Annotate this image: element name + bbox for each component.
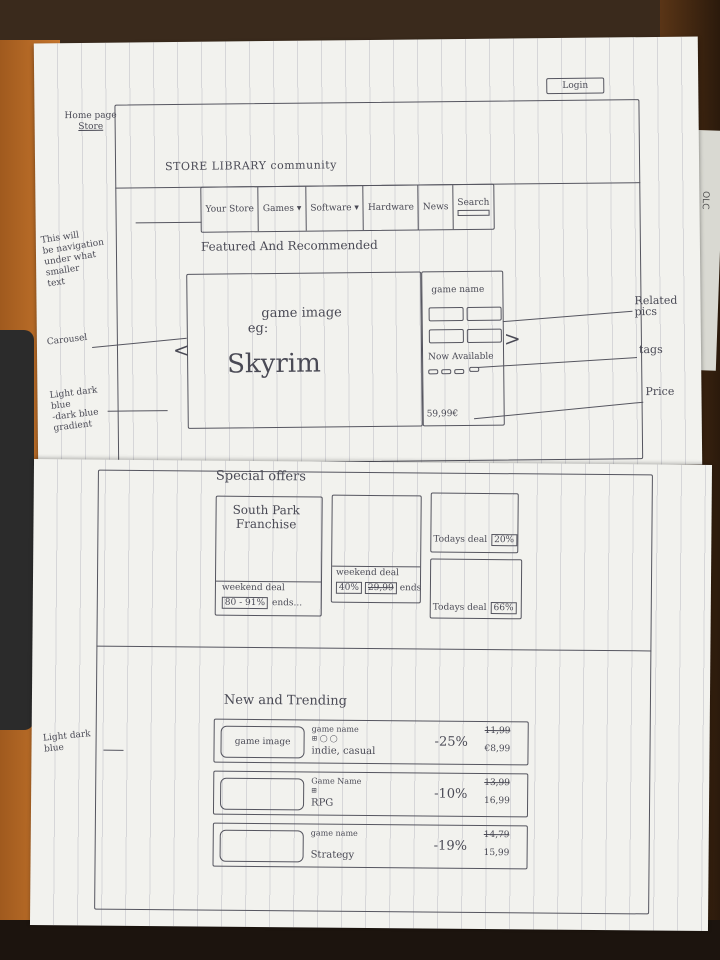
example-game-title: Skyrim xyxy=(226,348,321,380)
nav-item-search[interactable]: Search xyxy=(453,185,493,229)
tablet-edge xyxy=(0,330,34,730)
carousel-prev-icon[interactable]: < xyxy=(172,337,190,363)
nav-label: News xyxy=(422,202,449,213)
game-genre: Strategy xyxy=(310,849,355,861)
new-trending-title: New and Trending xyxy=(223,692,348,709)
notebook-page-top: Home page Store Login STORE LIBRARY comm… xyxy=(33,36,703,472)
nav-item-games[interactable]: Games ▾ xyxy=(258,186,307,232)
label-line: game image xyxy=(261,305,342,322)
related-pic[interactable] xyxy=(466,306,502,321)
nav-item-hardware[interactable]: Hardware xyxy=(363,185,420,231)
offer-deal: weekend deal xyxy=(221,582,285,594)
special-offers-title: Special offers xyxy=(215,468,307,485)
offer-card-small[interactable]: Todays deal 66% xyxy=(429,558,523,620)
nav-label: Games ▾ xyxy=(262,203,302,215)
featured-price: 59,99€ xyxy=(426,409,459,420)
home-page-note: Home page Store xyxy=(64,111,116,134)
offer-price: 29,99 xyxy=(364,581,397,595)
nav-label: Your Store xyxy=(205,204,254,215)
nav-label: Hardware xyxy=(367,202,414,213)
availability-text: Now Available xyxy=(428,351,494,363)
new-price: €8,99 xyxy=(484,743,511,755)
note-line: Store xyxy=(78,121,104,133)
note-line: pics xyxy=(634,304,658,319)
related-pic[interactable] xyxy=(428,307,464,322)
discount-badge: 80 - 91% xyxy=(221,596,269,610)
nav-bar: Your Store Games ▾ Software ▾ Hardware N… xyxy=(200,183,495,233)
offer-ends: ends xyxy=(399,583,422,594)
offer-price-row: 80 - 91% ends... xyxy=(221,596,303,610)
offer-deal: weekend deal xyxy=(336,567,399,579)
search-input[interactable] xyxy=(457,209,490,217)
nav-annotation: This will be navigation under what small… xyxy=(40,227,109,291)
offer-price-row: Todays deal 20% xyxy=(433,534,518,547)
platform-icons: ⊞ ◯ ◯ xyxy=(311,734,338,743)
game-name: game name xyxy=(311,724,359,734)
trending-row[interactable]: game image game name ⊞ ◯ ◯ indie, casual… xyxy=(213,718,529,766)
offer-card-large[interactable]: South Park Franchise weekend deal 80 - 9… xyxy=(214,495,323,617)
offer-title-line: Franchise xyxy=(235,516,297,532)
login-label: Login xyxy=(562,80,589,91)
game-thumbnail xyxy=(219,829,304,863)
offer-deal: Todays deal xyxy=(432,602,487,614)
offer-ends: ends... xyxy=(271,598,303,609)
new-price: 16,99 xyxy=(484,795,510,807)
bottom-color-annotation: Light dark blue xyxy=(43,729,93,755)
game-genre: RPG xyxy=(311,797,334,809)
discount-badge: 40% xyxy=(335,581,363,594)
game-name: game name xyxy=(310,828,358,838)
offer-title-line: South Park xyxy=(232,502,300,518)
tag-chip[interactable] xyxy=(441,369,452,375)
related-pic[interactable] xyxy=(428,329,464,344)
game-image-label: game image eg: xyxy=(242,305,362,336)
tags-annotation: tags xyxy=(638,342,663,357)
nav-item-software[interactable]: Software ▾ xyxy=(306,186,365,231)
old-price: 11,99 xyxy=(484,725,511,737)
tag-chip[interactable] xyxy=(428,369,439,375)
discount-badge: 66% xyxy=(490,602,517,615)
game-thumbnail: game image xyxy=(220,725,305,759)
related-pics-annotation: Related pics xyxy=(634,294,677,319)
game-name: Game Name xyxy=(311,776,362,786)
discount: -10% xyxy=(434,786,468,802)
offer-price-row: 40% 29,99 ends xyxy=(335,581,422,595)
tag-chip[interactable] xyxy=(454,368,465,375)
discount: -25% xyxy=(434,734,468,750)
nav-label: Software ▾ xyxy=(310,203,359,214)
trending-row[interactable]: Game Name ⊞ RPG -10% 13,99 16,99 xyxy=(212,770,529,818)
new-price: 15,99 xyxy=(483,847,510,859)
nav-label: Search xyxy=(457,197,490,209)
notebook-page-bottom: Special offers South Park Franchise week… xyxy=(29,459,713,931)
annotation-pointer xyxy=(103,749,124,752)
old-price: 14,79 xyxy=(483,829,510,841)
discount: -19% xyxy=(433,838,468,854)
game-thumbnail xyxy=(219,777,305,811)
color-annotation: Light dark blue -dark blue gradient xyxy=(49,385,102,434)
offer-title: South Park Franchise xyxy=(232,502,300,532)
game-genre: indie, casual xyxy=(311,745,376,758)
nav-item-your-store[interactable]: Your Store xyxy=(201,187,260,232)
offer-card-medium[interactable]: weekend deal 40% 29,99 ends xyxy=(330,494,422,604)
carousel-next-icon[interactable]: > xyxy=(503,326,521,351)
thumbnail-label: game image xyxy=(234,736,291,748)
offer-deal: Todays deal xyxy=(433,534,488,546)
related-pic[interactable] xyxy=(466,328,502,343)
nav-item-news[interactable]: News xyxy=(418,185,454,230)
old-price: 13,99 xyxy=(484,777,511,789)
platform-icons: ⊞ xyxy=(311,786,318,795)
discount-badge: 20% xyxy=(491,534,518,547)
offer-card-small[interactable]: Todays deal 20% xyxy=(430,492,519,554)
side-game-name: game name xyxy=(431,284,485,296)
price-annotation: Price xyxy=(645,384,675,399)
note-line: Home page xyxy=(64,110,117,122)
label-line: eg: xyxy=(247,321,269,337)
carousel-annotation: Carousel xyxy=(46,332,88,348)
trending-row[interactable]: game name Strategy -19% 14,79 15,99 xyxy=(212,822,528,870)
top-tabs[interactable]: STORE LIBRARY community xyxy=(165,158,337,174)
offer-price-row: Todays deal 66% xyxy=(433,602,517,615)
login-button[interactable]: Login xyxy=(546,77,605,95)
featured-title: Featured And Recommended xyxy=(200,237,378,254)
